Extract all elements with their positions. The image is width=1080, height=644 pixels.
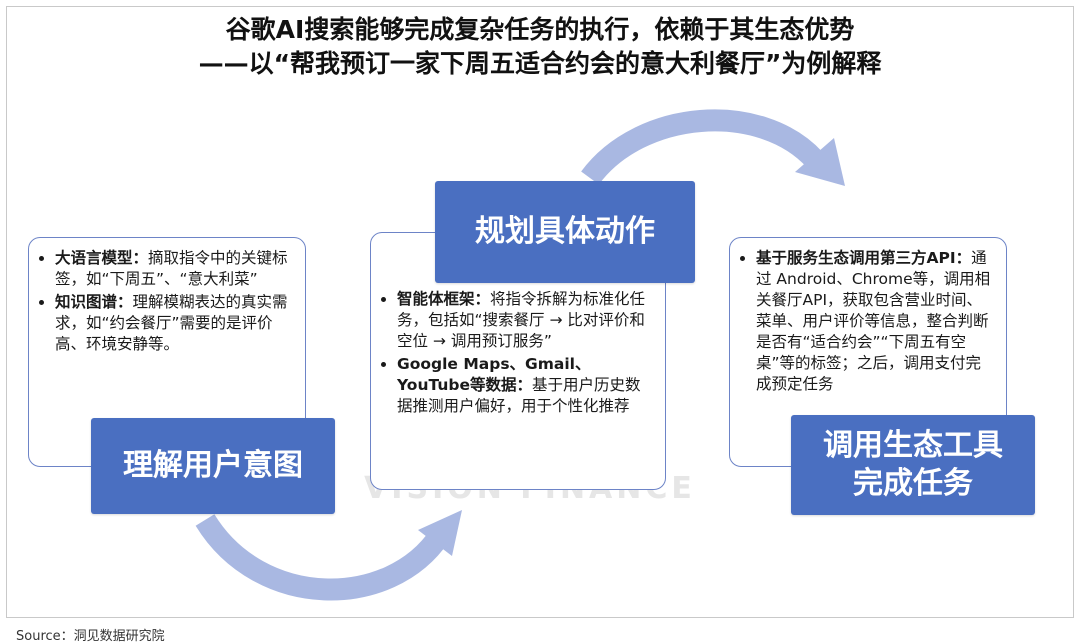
step-3-label: 调用生态工具 完成任务 [791,415,1035,515]
title-line-1: 谷歌AI搜索能够完成复杂任务的执行，依赖于其生态优势 [225,15,855,44]
arrow-top-head [795,138,845,186]
step-3-item-1: 基于服务生态调用第三方API：通过 Android、Chrome等，调用相关餐厅… [756,248,996,395]
step-2-item-2-text: 基于用户历史数据推测用户偏好，用于个性化推荐 [397,376,641,415]
step-2-item-1-head: 智能体框架： [397,290,491,308]
step-3-label-line-1: 调用生态工具 [823,428,1003,463]
step-2-item-1: 智能体框架：将指令拆解为标准化任务，包括如“搜索餐厅 → 比对评价和空位 → 调… [397,289,655,352]
arrow-bottom-head [418,510,462,556]
step-3-label-line-2: 完成任务 [853,466,973,501]
step-2-item-2: Google Maps、Gmail、YouTube等数据：基于用户历史数据推测用… [397,354,655,417]
step-3-item-1-text: 通过 Android、Chrome等，调用相关餐厅API，获取包含营业时间、菜单… [756,249,991,393]
step-1-item-1-head: 大语言模型： [55,249,149,267]
step-3-item-1-head: 基于服务生态调用第三方API： [756,249,972,267]
step-1-item-2: 知识图谱：理解模糊表达的真实需求，如“约会餐厅”需要的是评价高、环境安静等。 [55,292,293,355]
source-note: Source：洞见数据研究院 [16,629,165,644]
step-1-item-2-text: 理解模糊表达的真实需求，如“约会餐厅”需要的是评价高、环境安静等。 [55,293,288,353]
step-2-label: 规划具体动作 [435,181,695,283]
step-1-item-2-head: 知识图谱： [55,293,133,311]
step-2-item-1-text: 将指令拆解为标准化任务，包括如“搜索餐厅 → 比对评价和空位 → 调用预订服务” [397,290,646,350]
arrow-top [581,109,824,185]
title-line-2: ——以“帮我预订一家下周五适合约会的意大利餐厅”为例解释 [198,49,882,78]
arrow-bottom [195,514,450,601]
figure-frame [6,6,1074,618]
step-1-item-1-text: 摘取指令中的关键标签，如“下周五”、“意大利菜” [55,249,288,288]
step-1-label: 理解用户意图 [91,418,335,514]
step-1-item-1: 大语言模型：摘取指令中的关键标签，如“下周五”、“意大利菜” [55,248,293,290]
step-2-item-2-head: Google Maps、Gmail、YouTube等数据： [397,355,591,394]
